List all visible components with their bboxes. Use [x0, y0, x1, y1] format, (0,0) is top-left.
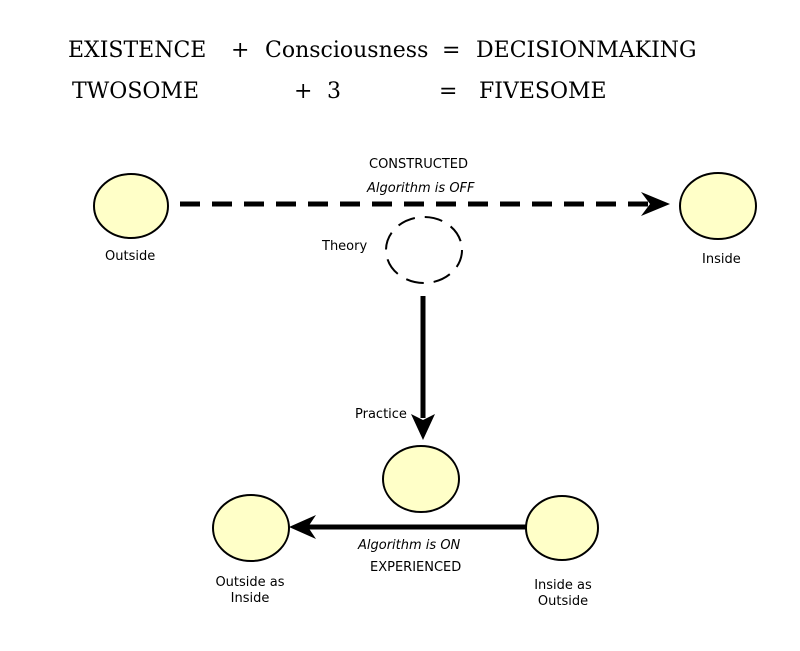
equation-term-existence: EXISTENCE: [68, 38, 207, 63]
constructed-label: CONSTRUCTED: [369, 157, 469, 172]
inside-label: Inside: [702, 252, 741, 267]
equation-equals-1: =: [442, 38, 461, 63]
algorithm-off-label: Algorithm is OFF: [367, 181, 475, 196]
constructed-arrowhead: [641, 192, 670, 216]
outside-label: Outside: [105, 249, 156, 264]
equation-term-consciousness: Consciousness: [265, 38, 429, 63]
algorithm-on-label: Algorithm is ON: [358, 538, 461, 553]
equation-result-fivesome: FIVESOME: [479, 79, 607, 104]
experienced-label: EXPERIENCED: [370, 560, 462, 575]
experienced-arrowhead: [289, 515, 316, 539]
node-outside-as-inside: [212, 494, 290, 562]
theory-label: Theory: [322, 239, 368, 254]
node-inside-as-outside: [525, 495, 599, 561]
node-outside: [93, 173, 169, 239]
outside-as-inside-label-line1: Outside as: [215, 575, 285, 590]
node-practice: [382, 445, 460, 513]
practice-arrowhead: [411, 414, 435, 440]
outside-as-inside-label-line2: Inside: [230, 591, 270, 606]
equation-term-twosome: TWOSOME: [72, 79, 200, 104]
theory-dashed-circle: [385, 216, 463, 284]
equation-term-three: 3: [327, 79, 341, 104]
equation-equals-2: =: [439, 79, 458, 104]
equation-plus-1: +: [231, 38, 250, 63]
equation-plus-2: +: [294, 79, 313, 104]
inside-as-outside-label-line1: Inside as: [534, 578, 592, 593]
node-inside: [679, 172, 757, 240]
equation-result-decisionmaking: DECISIONMAKING: [476, 38, 697, 63]
inside-as-outside-label-line2: Outside: [537, 594, 589, 609]
practice-label: Practice: [355, 407, 407, 422]
